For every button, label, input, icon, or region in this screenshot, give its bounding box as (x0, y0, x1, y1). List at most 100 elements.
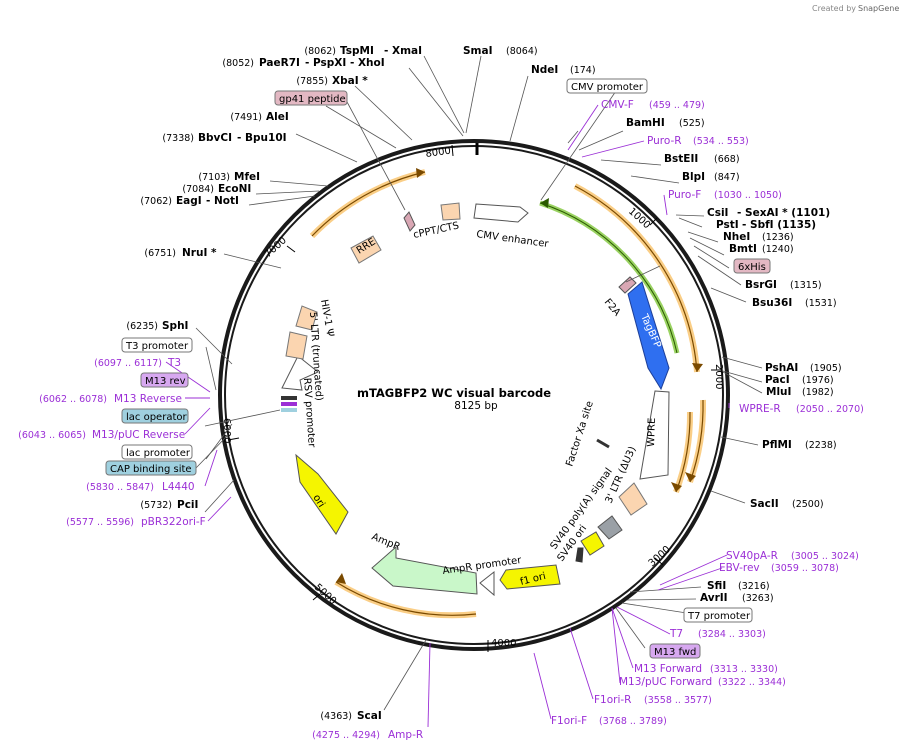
enzyme-pos: (4363) (320, 711, 352, 722)
enzyme-pos: (1240) (762, 244, 794, 255)
orf-arrowhead (671, 482, 682, 492)
label-cppt: cPPT/CTS (412, 221, 460, 241)
ruler-6000: 6000 (221, 418, 232, 443)
feature-ampr (371, 545, 478, 595)
enzyme-pos: (3216) (738, 581, 770, 592)
feature-gp41 (403, 211, 416, 232)
enzyme-paci: PacI (765, 374, 790, 386)
box-m13-rev: M13 rev (145, 376, 186, 387)
label-cmv-enhancer: CMV enhancer (476, 229, 550, 250)
box-gp41-peptide: gp41 peptide (279, 94, 346, 105)
enzymes-left: (8062) TspMI - XmaI (8052) PaeR7I - PspX… (126, 45, 422, 722)
primer-range: (459 .. 479) (649, 100, 705, 111)
enzyme-pos: (174) (570, 65, 596, 76)
enzyme-pos: (3263) (742, 593, 774, 604)
ruler-8000: 8000 (425, 146, 452, 160)
feature-cppt (440, 202, 461, 221)
ruler-2000: 2000 (713, 364, 724, 389)
primer-t7: T7 (669, 628, 683, 640)
enzyme-eagi: EagI (176, 195, 202, 207)
ruler-ticks (227, 144, 722, 652)
primer-f1ori-f: F1ori-F (551, 715, 587, 727)
enzyme-nrui: NruI * (182, 247, 217, 259)
enzyme-pos: (7491) (230, 112, 262, 123)
feature-f2a (618, 276, 637, 294)
feature-f1-ori (499, 564, 561, 590)
enzyme-psti: PstI (716, 219, 739, 231)
primer-pbr322ori-f: pBR322ori-F (141, 516, 206, 528)
enzyme-sphi: SphI (162, 320, 188, 332)
enzyme-bbvci-alt: - Bpu10I (237, 132, 287, 144)
enzyme-blpi: BlpI (682, 171, 705, 183)
box-cmv-promoter: CMV promoter (571, 82, 644, 93)
feature-lac-cluster (281, 396, 297, 400)
box-cap-binding-site: CAP binding site (110, 464, 192, 475)
primer-l4440: L4440 (162, 481, 195, 493)
backbone-inner (224, 145, 724, 645)
enzyme-pshai: PshAI (765, 362, 798, 374)
primer-range: (3284 .. 3303) (698, 629, 766, 640)
primer-cmv-f: CMV-F (601, 99, 634, 111)
enzyme-mfei: MfeI (234, 171, 260, 183)
primer-range: (3313 .. 3330) (710, 664, 778, 675)
orf-arrowhead (416, 168, 425, 178)
enzymes-right: SmaI (8064) NdeI (174) BamHI (525) BstEI… (463, 45, 842, 604)
feature-cmv-enhancer (473, 203, 529, 223)
enzyme-pos: (5732) (140, 500, 172, 511)
enzyme-mlui: MluI (766, 386, 791, 398)
backbone-outer (218, 139, 730, 651)
features (281, 202, 670, 597)
enzyme-pos: (7855) (296, 76, 328, 87)
feature-ampr-promoter (479, 570, 495, 597)
primer-wpre-r: WPRE-R (739, 403, 781, 415)
primer-range: (6062 .. 6078) (39, 394, 107, 405)
enzyme-nhei: NheI (723, 231, 750, 243)
enzyme-pos: (2500) (792, 499, 824, 510)
enzyme-pos: (847) (714, 172, 740, 183)
enzyme-pos: (1236) (762, 232, 794, 243)
boxed-labels: CMV promoter 6xHis T7 promoter M13 fwd g… (105, 78, 771, 659)
orf-arrowhead (685, 472, 696, 482)
primer-puro-f: Puro-F (668, 189, 701, 201)
primer-range: (5830 .. 5847) (86, 482, 154, 493)
enzyme-ndei: NdeI (531, 64, 558, 76)
box-lac-promoter: lac promoter (126, 448, 191, 459)
primer-m13-puc-reverse: M13/pUC Reverse (92, 429, 185, 441)
credit-created-by: Created by (812, 4, 856, 13)
primer-range: (2050 .. 2070) (796, 404, 864, 415)
primer-range: (3005 .. 3024) (791, 551, 859, 562)
enzyme-bamhi: BamHI (626, 117, 665, 129)
feature-sv40-polya (597, 515, 623, 540)
enzyme-pos: (7103) (198, 172, 230, 183)
enzyme-pos: (6751) (144, 248, 176, 259)
primers-right: CMV-F (459 .. 479) Puro-R (534 .. 553) P… (312, 99, 864, 741)
enzyme-csii-alt: - SexAI * (1101) (737, 207, 830, 219)
box-lac-operator: lac operator (126, 412, 187, 423)
enzyme-pos: (6235) (126, 321, 158, 332)
feature-ori (295, 453, 349, 535)
enzyme-pos: (7338) (162, 133, 194, 144)
enzyme-pcii: PciI (177, 499, 198, 511)
plasmid-name: mTAGBFP2 WC visual barcode (357, 386, 551, 400)
enzyme-pos: (1905) (810, 363, 842, 374)
enzyme-pos: (525) (679, 118, 705, 129)
enzyme-bsu36i: Bsu36I (752, 297, 792, 309)
box-6xhis: 6xHis (738, 262, 766, 273)
enzyme-sfii: SfiI (707, 580, 726, 592)
feature-sv40-ori (580, 531, 605, 556)
enzyme-xbai: XbaI * (332, 75, 368, 87)
primer-ebv-rev: EBV-rev (719, 562, 760, 574)
enzyme-bsteii: BstEII (664, 153, 698, 165)
enzyme-eagi-alt: - NotI (206, 195, 239, 207)
feature-lac-cluster (281, 408, 297, 412)
enzyme-pos: (2238) (805, 440, 837, 451)
enzyme-bmti: BmtI (729, 243, 757, 255)
primer-range: (6043 .. 6065) (18, 430, 86, 441)
primer-sv40pa-r: SV40pA-R (726, 550, 778, 562)
enzyme-pos: (8064) (506, 46, 538, 57)
primer-range: (4275 .. 4294) (312, 730, 380, 741)
box-m13-fwd: M13 fwd (654, 647, 696, 658)
enzyme-paer7i: PaeR7I (259, 57, 300, 69)
primer-range: (3558 .. 3577) (644, 695, 712, 706)
orf-arrowhead (692, 363, 703, 372)
